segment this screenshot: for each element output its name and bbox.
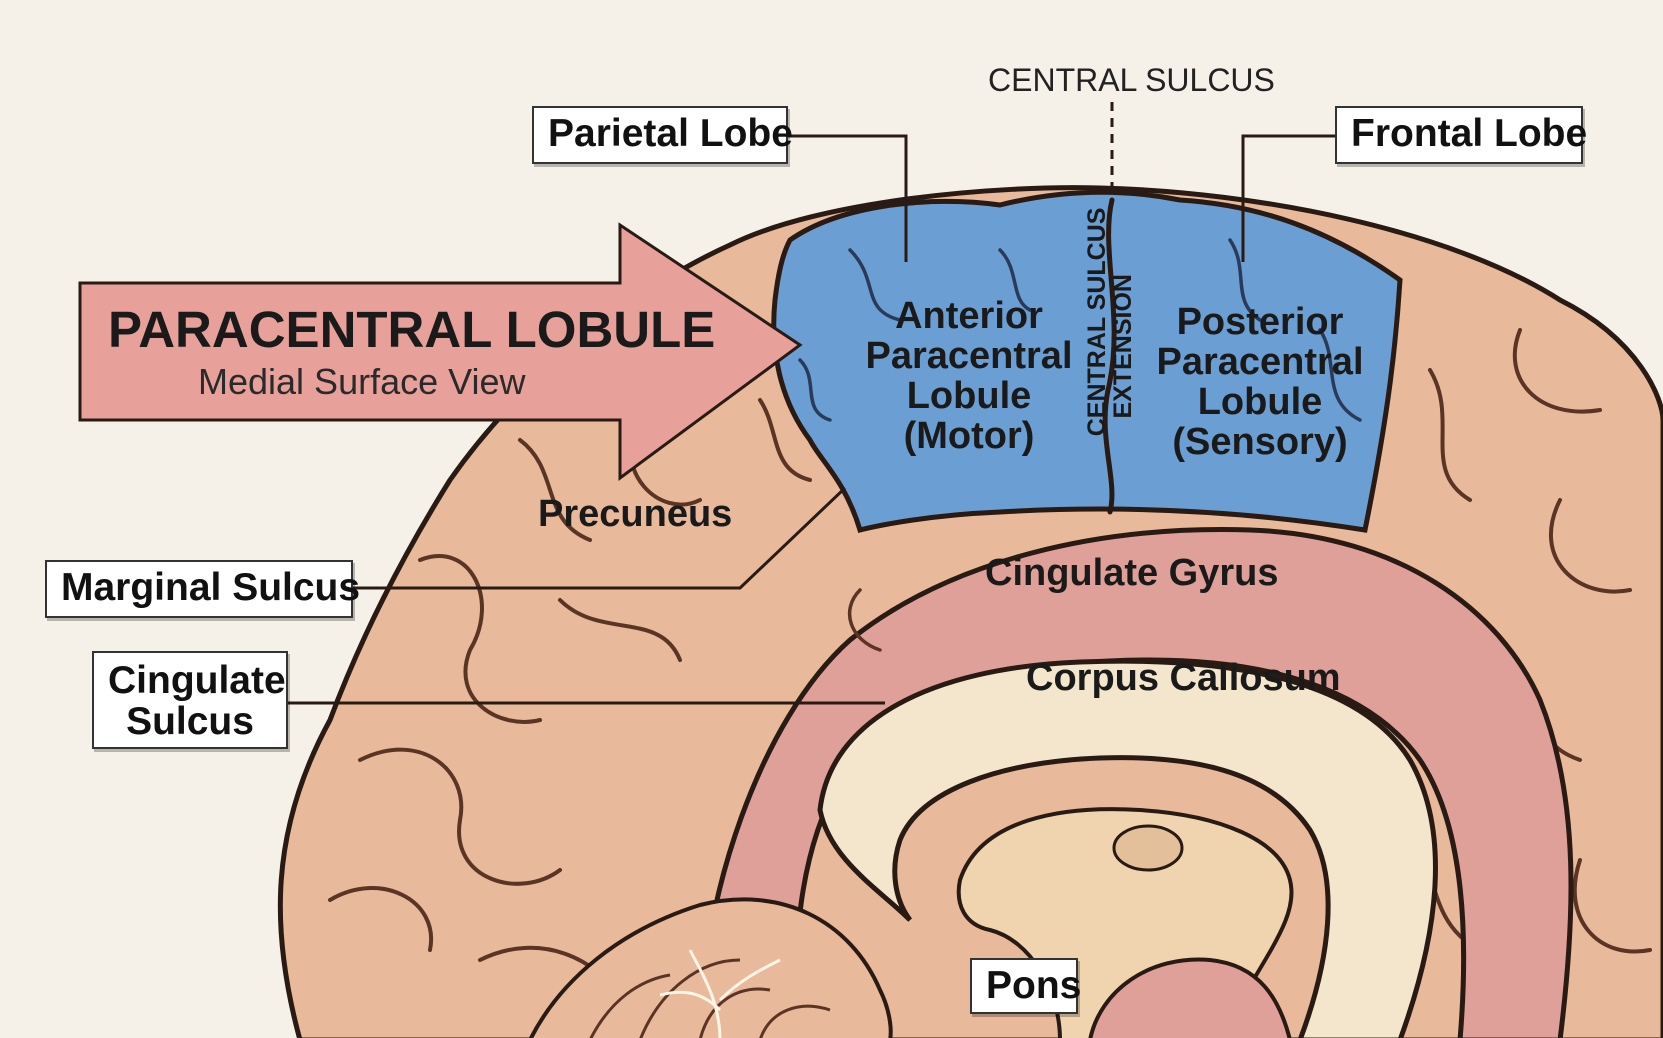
- arbor-vitae: [659, 949, 781, 1038]
- posterior-paracentral-lobule-label: Posterior Paracentral Lobule (Sensory): [1150, 301, 1370, 463]
- corpus-callosum-label: Corpus Callosum: [1026, 657, 1341, 699]
- posterior-line-3: Lobule: [1197, 380, 1323, 423]
- diagram-subtitle: Medial Surface View: [198, 361, 526, 402]
- cerebellum-folia: [589, 958, 831, 1038]
- central-sulcus-extension-line: [1102, 197, 1117, 515]
- frontal-lobe-leader: [1241, 134, 1336, 262]
- frontal-lobe-label: Frontal Lobe: [1335, 106, 1587, 164]
- corpus-callosum-region: [817, 658, 1438, 1038]
- cingulate-fold: [848, 588, 882, 652]
- cingulate-sulcus-line-1: Cingulate: [108, 659, 286, 702]
- cingulate-sulcus-label: Cingulate Sulcus: [92, 651, 288, 749]
- central-sulcus-extension-label: CENTRAL SULCUS EXTENSION: [1082, 207, 1137, 437]
- anterior-line-1: Anterior: [895, 295, 1043, 337]
- precuneus-label: Precuneus: [538, 493, 733, 535]
- leader-lines: [288, 134, 1336, 705]
- posterior-line-2: Paracentral: [1156, 340, 1364, 383]
- pons-label: Pons: [970, 958, 1081, 1014]
- paracentral-lobule-region: [771, 189, 1403, 534]
- posterior-line-1: Posterior: [1176, 301, 1344, 343]
- extension-line-2: EXTENSION: [1109, 274, 1137, 419]
- diagram-title: PARACENTRAL LOBULE: [108, 301, 716, 358]
- anterior-paracentral-lobule-label: Anterior Paracentral Lobule (Motor): [864, 295, 1074, 457]
- mammillary-body: [1112, 824, 1184, 872]
- marginal-sulcus-leader: [350, 486, 847, 590]
- cerebellum-region: [528, 897, 893, 1038]
- title-arrow-shape: [78, 222, 803, 481]
- parietal-lobe-label: Parietal Lobe: [532, 106, 793, 164]
- anterior-line-4: (Motor): [903, 414, 1035, 457]
- extension-line-1: CENTRAL SULCUS: [1082, 207, 1111, 437]
- anterior-line-2: Paracentral: [865, 334, 1073, 377]
- anterior-line-3: Lobule: [906, 374, 1032, 417]
- posterior-line-4: (Sensory): [1172, 420, 1348, 463]
- paracentral-folds: [798, 238, 1362, 422]
- cingulate-gyrus-label: Cingulate Gyrus: [985, 552, 1279, 594]
- central-sulcus-label: CENTRAL SULCUS: [988, 62, 1275, 98]
- cingulate-sulcus-line-2: Sulcus: [126, 699, 254, 743]
- brainstem-region: [1088, 957, 1292, 1038]
- marginal-sulcus-label: Marginal Sulcus: [45, 560, 360, 618]
- parietal-lobe-leader: [786, 134, 908, 262]
